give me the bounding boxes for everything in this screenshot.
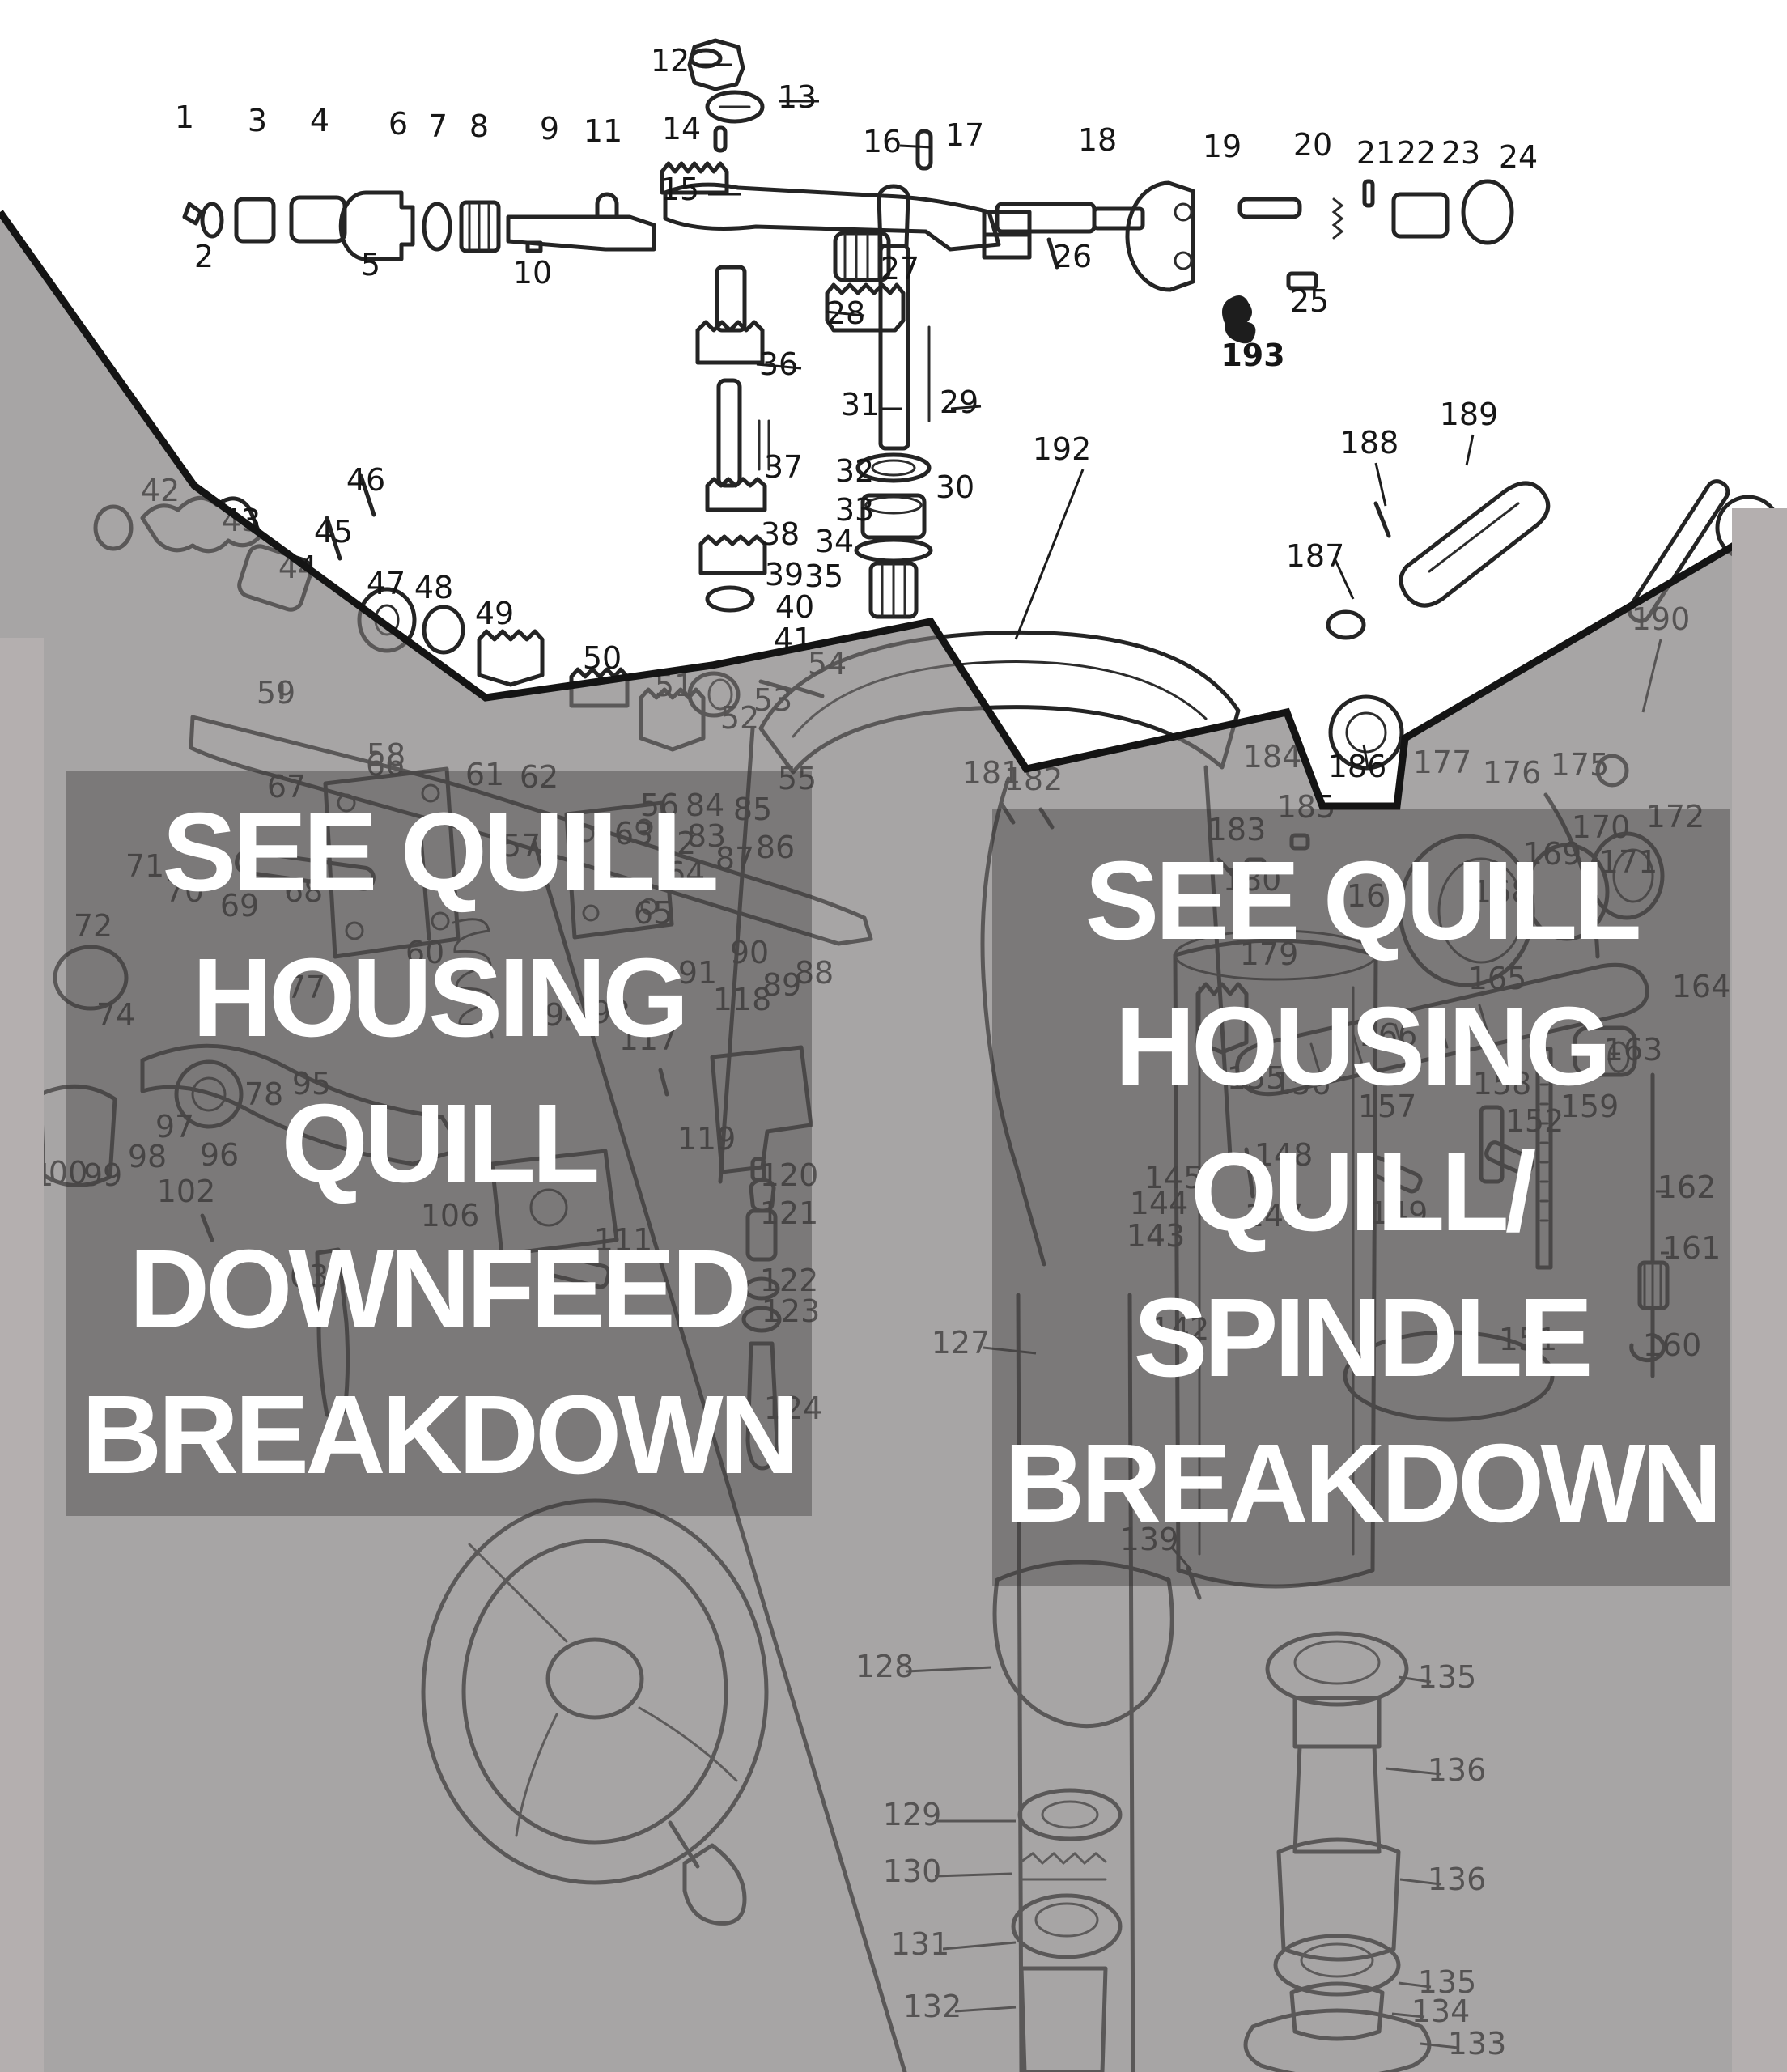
left-caption-text: SEE QUILL HOUSING QUILL DOWNFEED BREAKDO… xyxy=(82,790,800,1497)
part-label-7: 7 xyxy=(428,108,448,144)
left-caption-box xyxy=(66,771,812,1516)
gray-overlay xyxy=(0,212,1787,2072)
part-label-25: 25 xyxy=(1290,283,1329,319)
part-label-21: 21 xyxy=(1356,135,1395,171)
part-label-11: 11 xyxy=(584,113,622,149)
part-label-193: 193 xyxy=(1220,338,1284,373)
leader-line xyxy=(825,310,865,317)
left-caption-line-3: QUILL xyxy=(282,1081,598,1206)
part-label-30: 30 xyxy=(936,469,974,505)
part-label-35: 35 xyxy=(804,558,843,594)
part-label-32: 32 xyxy=(835,453,874,489)
part-label-18: 18 xyxy=(1078,122,1117,158)
right-caption-line-1: SEE QUILL xyxy=(1085,839,1639,963)
leader-line xyxy=(756,363,802,370)
leader-line xyxy=(1334,559,1355,600)
part-193-blob xyxy=(1222,295,1256,344)
part-label-46: 46 xyxy=(346,462,385,498)
part-label-50: 50 xyxy=(583,640,622,676)
part-label-22: 22 xyxy=(1397,135,1436,171)
part-label-29: 29 xyxy=(940,384,978,420)
left-caption-line-1: SEE QUILL xyxy=(162,790,716,915)
left-caption-line-5: BREAKDOWN xyxy=(82,1373,796,1497)
part-label-1: 1 xyxy=(175,100,194,135)
part-label-188: 188 xyxy=(1340,425,1399,461)
right-caption-line-5: BREAKDOWN xyxy=(1004,1421,1719,1546)
right-caption-line-4: SPINDLE xyxy=(1133,1276,1589,1400)
part-label-5: 5 xyxy=(361,247,380,282)
left-caption-line-4: DOWNFEED xyxy=(129,1227,749,1352)
part-label-186: 186 xyxy=(1328,749,1387,784)
overlay-boundary-line xyxy=(0,210,1787,810)
part-label-47: 47 xyxy=(367,566,405,601)
part-label-20: 20 xyxy=(1293,127,1332,163)
part-label-8: 8 xyxy=(469,108,489,144)
part-label-17: 17 xyxy=(945,117,984,153)
part-label-4: 4 xyxy=(310,103,329,138)
part-label-2: 2 xyxy=(194,239,214,274)
part-label-189: 189 xyxy=(1440,397,1499,432)
part-label-48: 48 xyxy=(414,570,453,605)
part-label-24: 24 xyxy=(1499,139,1538,175)
part-label-37: 37 xyxy=(764,449,803,485)
part-label-15: 15 xyxy=(660,172,699,207)
part-label-14: 14 xyxy=(662,111,701,146)
part-label-38: 38 xyxy=(761,516,800,552)
part-label-19: 19 xyxy=(1203,129,1242,164)
right-caption-line-2: HOUSING xyxy=(1114,984,1607,1109)
leader-line xyxy=(1014,469,1085,640)
part-label-16: 16 xyxy=(863,124,902,159)
part-label-192: 192 xyxy=(1033,431,1092,467)
right-caption-box xyxy=(992,809,1730,1586)
part-label-26: 26 xyxy=(1053,239,1092,274)
part-label-13: 13 xyxy=(778,79,817,115)
part-label-49: 49 xyxy=(475,596,514,631)
part-label-40: 40 xyxy=(775,589,814,625)
leader-line xyxy=(1465,434,1475,466)
part-label-12: 12 xyxy=(651,43,690,79)
part-label-39: 39 xyxy=(765,557,804,592)
leader-line xyxy=(1374,462,1387,507)
leader-line xyxy=(1362,744,1369,768)
part-label-31: 31 xyxy=(841,387,880,422)
part-label-33: 33 xyxy=(835,492,874,528)
part-label-187: 187 xyxy=(1286,538,1345,574)
right-caption-text: SEE QUILL HOUSING QUILL/ SPINDLE BREAKDO… xyxy=(1004,839,1723,1546)
part-label-3: 3 xyxy=(248,103,267,138)
part-label-10: 10 xyxy=(513,255,552,291)
part-label-23: 23 xyxy=(1441,135,1480,171)
part-label-45: 45 xyxy=(314,514,353,550)
page-strip-right xyxy=(1732,508,1787,2072)
left-caption-line-2: HOUSING xyxy=(192,936,685,1060)
part-label-9: 9 xyxy=(540,111,559,146)
page-strip-left xyxy=(0,638,44,2072)
right-caption-line-3: QUILL/ xyxy=(1191,1130,1535,1255)
part-label-27: 27 xyxy=(881,251,919,287)
part-label-6: 6 xyxy=(388,106,408,142)
part-label-34: 34 xyxy=(815,524,854,559)
leader-line xyxy=(950,405,982,410)
leader-line xyxy=(899,144,932,149)
